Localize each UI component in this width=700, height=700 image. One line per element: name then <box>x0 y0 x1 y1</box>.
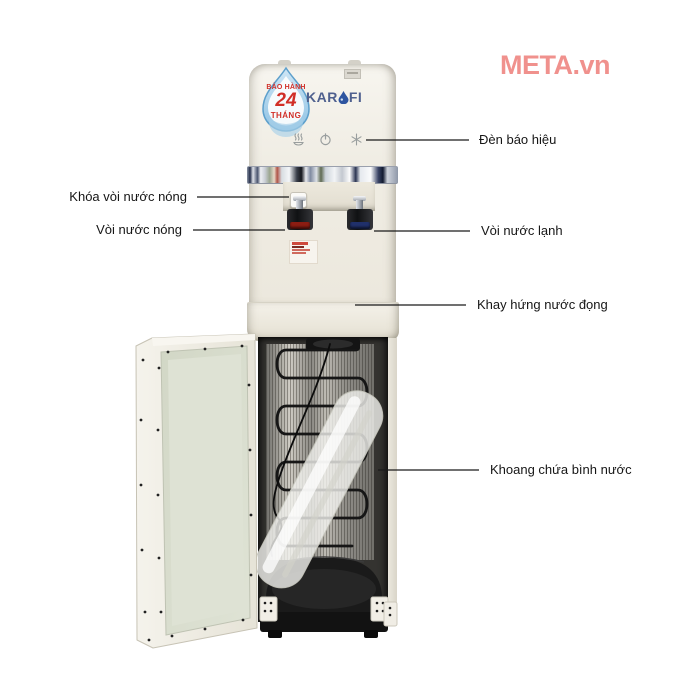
door-top-edge <box>152 334 255 346</box>
power-icon <box>320 133 331 146</box>
label-hot-water-lock: Khóa vòi nước nóng <box>69 189 187 204</box>
cold-icon <box>351 133 362 146</box>
drip-tray-section <box>247 302 399 341</box>
cabinet-base <box>260 612 388 632</box>
hot-water-faucet <box>287 196 313 234</box>
top-nub <box>278 60 291 66</box>
sticker-text-line <box>292 242 308 245</box>
cold-water-faucet <box>347 196 373 234</box>
top-nub <box>348 60 361 66</box>
logo-drop-icon <box>338 91 349 105</box>
faucet-stem <box>296 200 303 211</box>
warning-sticker <box>289 240 318 264</box>
open-door <box>135 333 258 649</box>
cold-color-band <box>350 222 370 229</box>
label-cold-faucet: Vòi nước lạnh <box>481 223 563 238</box>
label-bottle-compartment: Khoang chứa bình nước <box>490 462 632 477</box>
brand-prefix: KAR <box>306 89 338 105</box>
warranty-line1: BẢO HÀNH <box>266 84 306 91</box>
meta-vn-watermark: META.vn <box>500 50 611 80</box>
cabinet-right-wall <box>386 338 397 624</box>
condenser-fins <box>266 344 374 560</box>
warranty-value: 24 <box>275 90 297 111</box>
brand-suffix: FI <box>348 89 363 105</box>
door-inner-panel <box>160 345 251 636</box>
sticker-text-line <box>292 246 304 248</box>
model-sticker <box>344 69 361 79</box>
faucet-lever-icon <box>353 196 366 201</box>
faucet-stem <box>356 200 363 211</box>
label-drip-tray: Khay hứng nước đọng <box>477 297 608 312</box>
label-indicator-lights: Đèn báo hiệu <box>479 132 557 147</box>
hot-icon <box>293 133 304 146</box>
brand-logo: KAR FI <box>306 89 363 105</box>
hot-color-band <box>290 222 310 229</box>
sticker-text-line <box>292 249 310 251</box>
door-screws <box>139 344 253 642</box>
sticker-text-line <box>292 252 306 254</box>
faucet-lever-icon <box>293 196 306 201</box>
warranty-badge-drop-icon <box>262 66 310 137</box>
warranty-unit: THÁNG <box>270 111 302 120</box>
door-inner-floor <box>168 354 244 626</box>
label-hot-faucet: Vòi nước nóng <box>96 222 182 237</box>
